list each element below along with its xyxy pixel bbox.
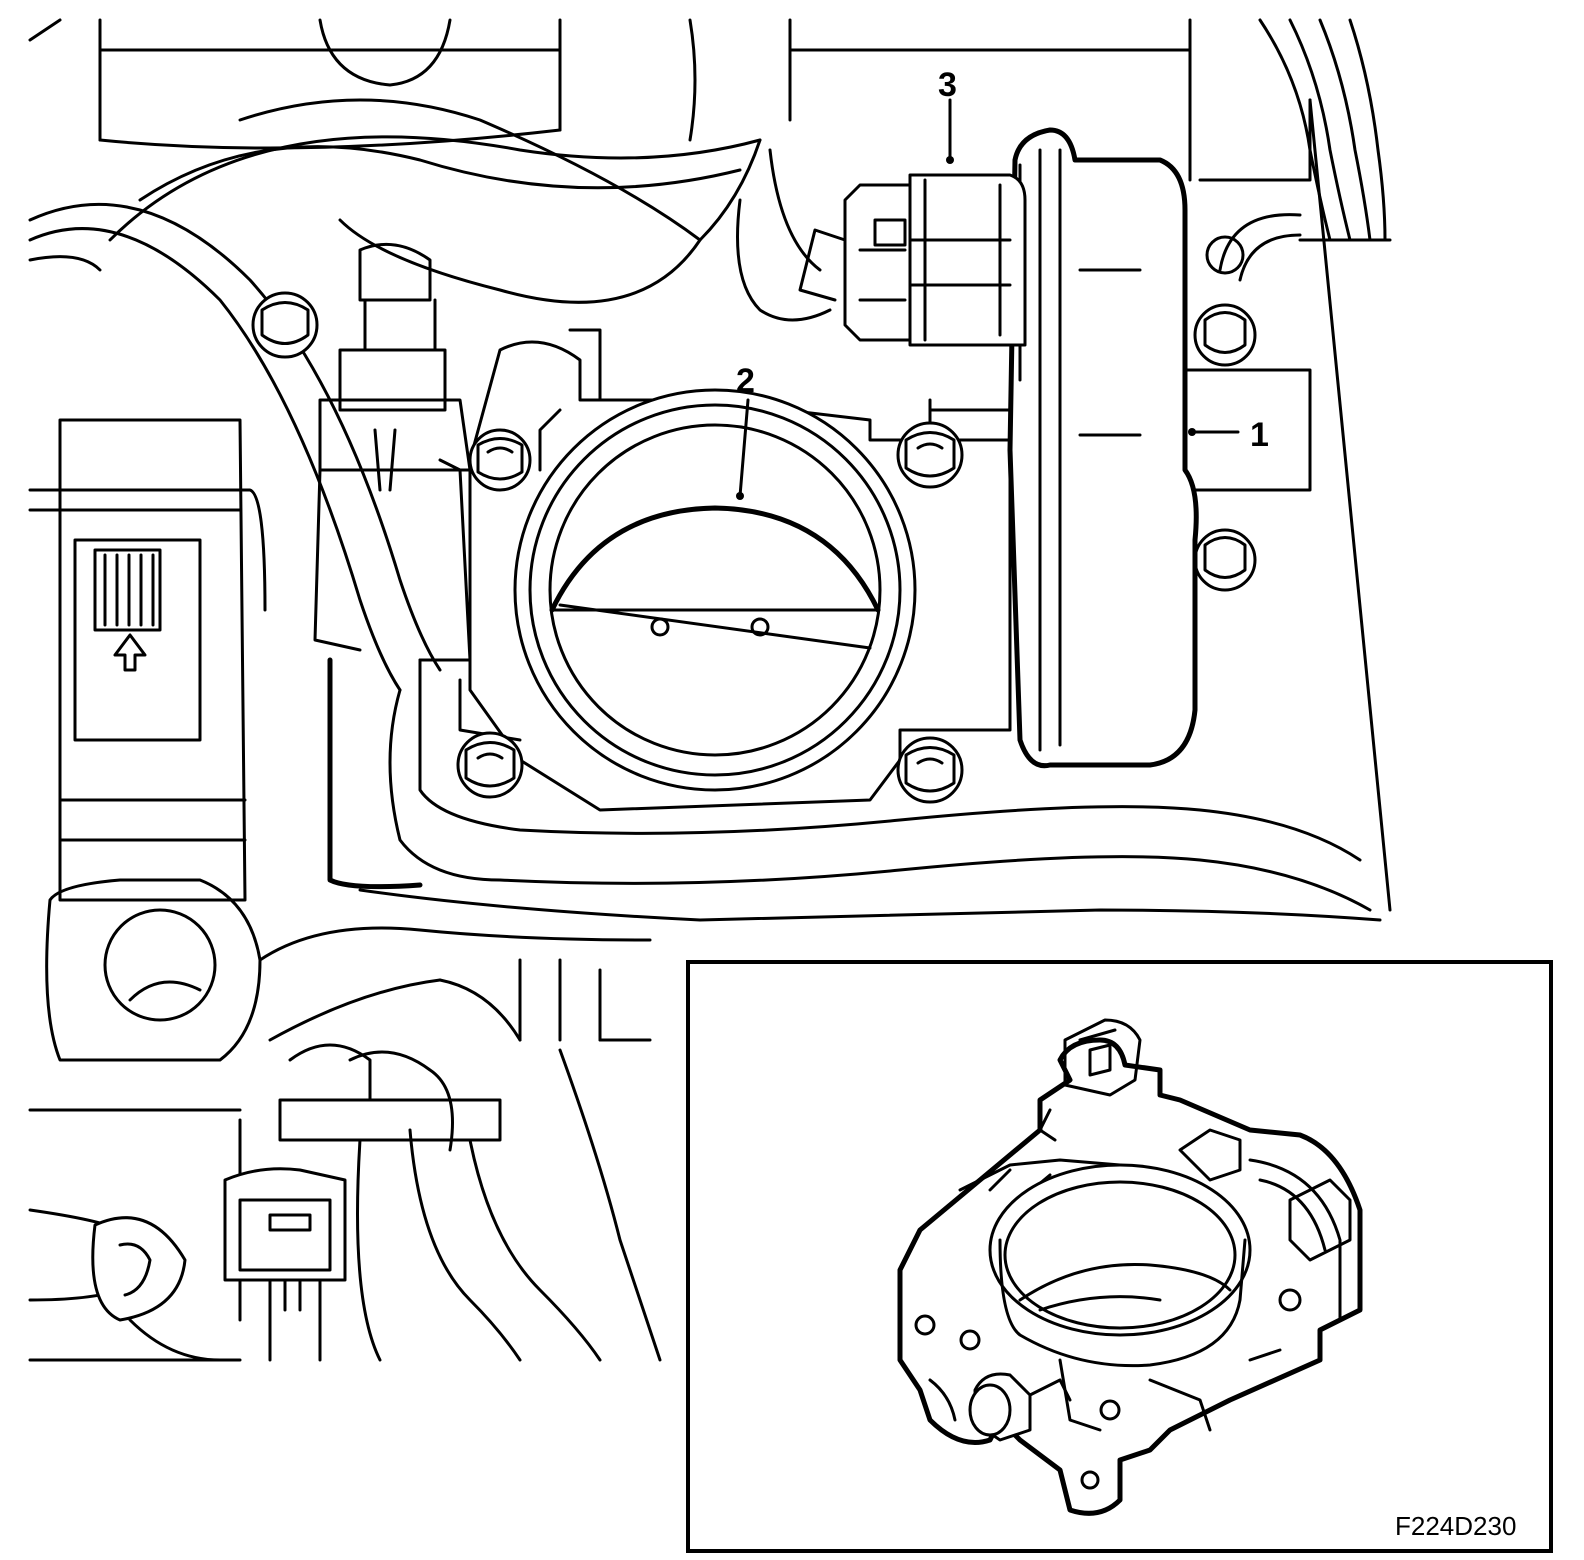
inset-pipe-stub xyxy=(968,1372,1072,1442)
nut-right-lower xyxy=(1193,528,1257,592)
nut-flange-lower-left xyxy=(456,731,524,799)
callout-1: 1 xyxy=(1188,416,1269,454)
sensor-plug xyxy=(313,242,472,662)
lower-sensor-connector xyxy=(223,1167,347,1362)
throttle-actuator-housing xyxy=(1007,127,1199,769)
engine-bay-scene xyxy=(28,18,1392,1362)
lower-left-hose-ring xyxy=(28,878,652,1112)
wiring-loom xyxy=(1258,18,1392,242)
callout-2: 2 xyxy=(736,362,755,500)
throttle-plate-screw xyxy=(750,617,770,637)
callout-2-label: 2 xyxy=(736,362,755,400)
throttle-plate-screw xyxy=(650,617,670,637)
coolant-hose xyxy=(28,202,442,692)
nut-left-upper xyxy=(251,291,319,359)
nut-right-upper xyxy=(1193,303,1257,367)
throttle-position-connector xyxy=(736,148,1027,347)
nut-flange-upper-left xyxy=(468,428,532,492)
left-connector xyxy=(28,418,267,902)
callout-3-label: 3 xyxy=(938,66,957,104)
callout-3: 3 xyxy=(938,66,957,164)
nut-flange-lower-right xyxy=(896,736,964,804)
arrow-up-icon xyxy=(113,633,147,672)
callout-1-label: 1 xyxy=(1250,416,1269,454)
figure-id: F224D230 xyxy=(1395,1511,1516,1541)
throttle-bore xyxy=(513,388,917,792)
lower-pipes xyxy=(238,958,662,1362)
inset-throttle-body-view: F224D230 xyxy=(686,960,1553,1553)
lower-left-pipe xyxy=(28,1208,242,1362)
nut-flange-upper-right xyxy=(896,421,964,489)
